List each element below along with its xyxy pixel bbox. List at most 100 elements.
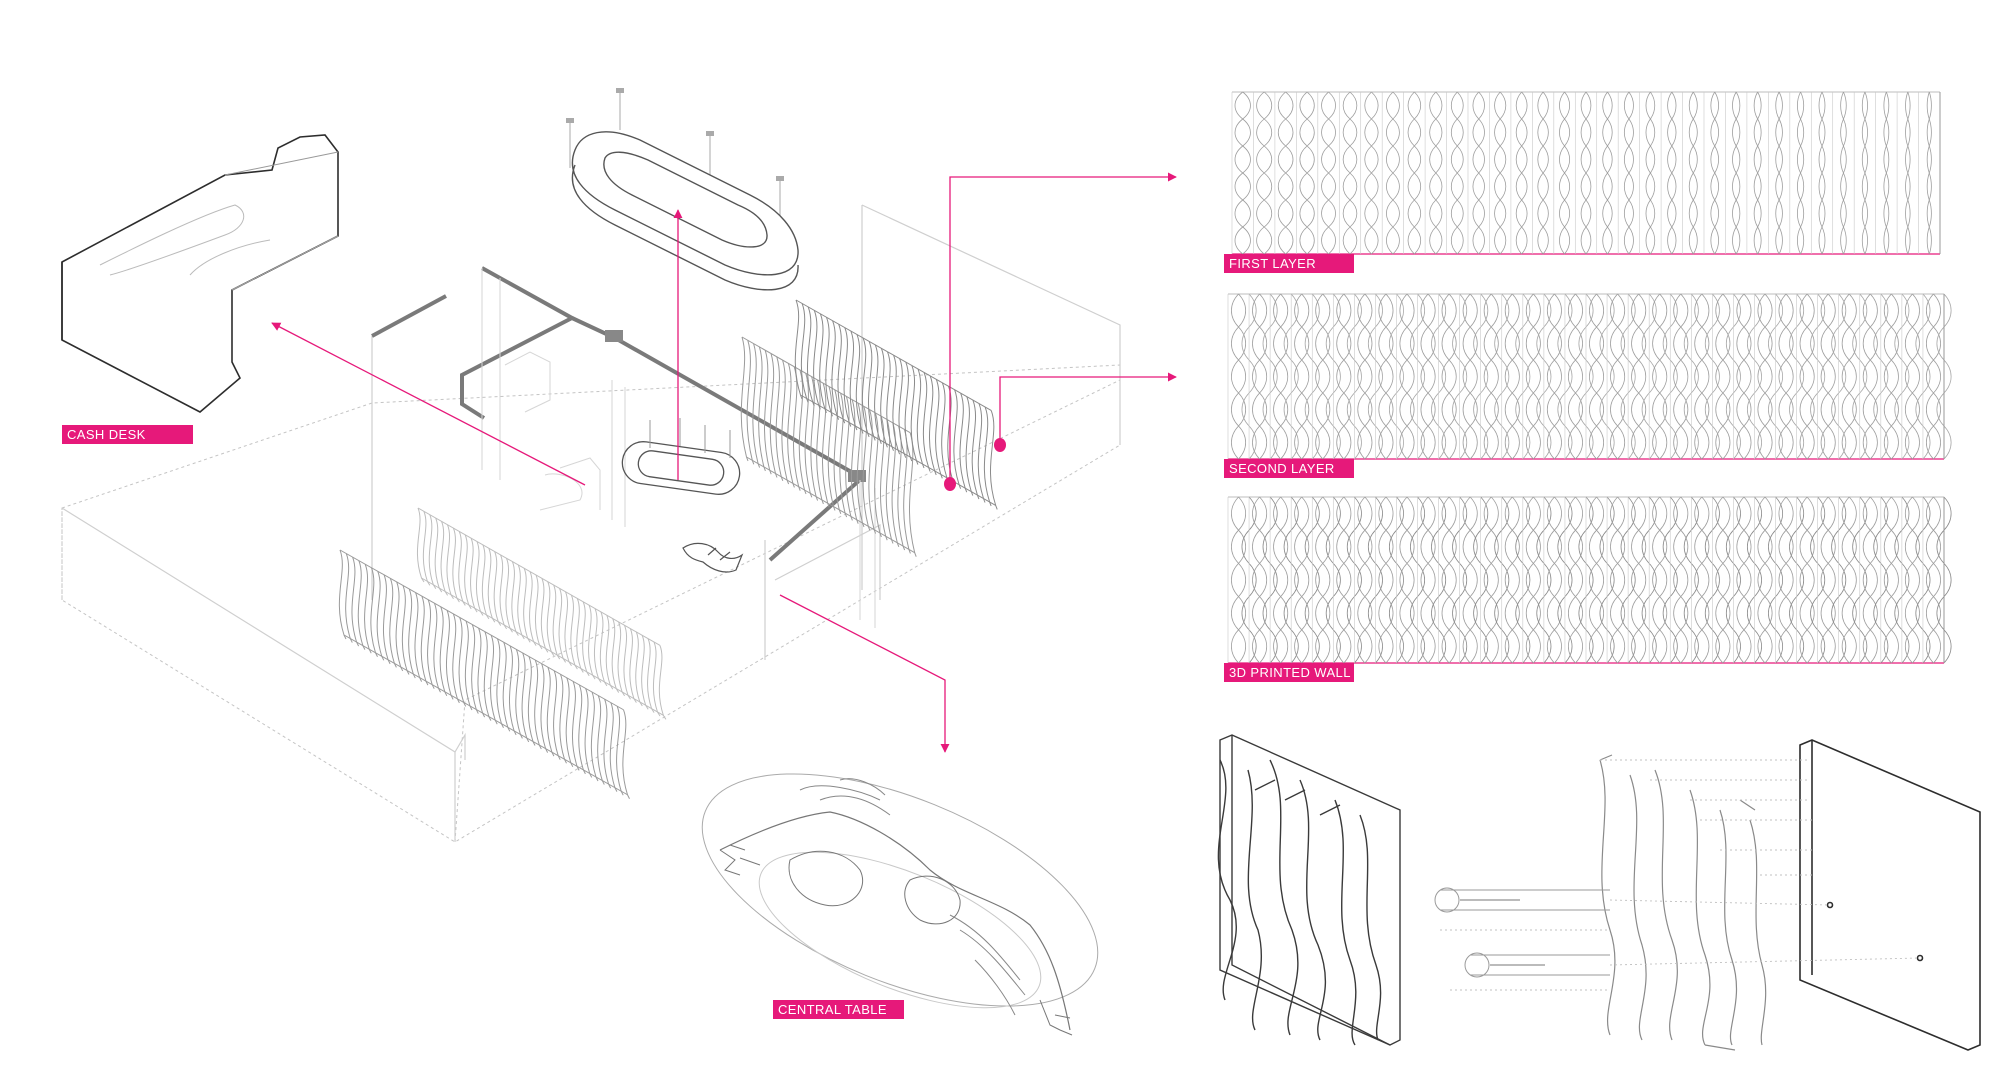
panel-rib-secondary [1536, 496, 1552, 664]
rib [564, 591, 572, 667]
panel-rib-left [1778, 496, 1787, 664]
panel-rib-left [1799, 496, 1808, 664]
panel-rib-right [1448, 293, 1457, 460]
panel-rib-right [1406, 496, 1415, 664]
panel-rib-left [1623, 91, 1630, 255]
panel-rib-left [1645, 91, 1651, 255]
rib [892, 355, 901, 455]
panel-rib-right [1778, 91, 1783, 255]
rib [827, 386, 836, 511]
panel-rib-right [1511, 293, 1520, 460]
rib [470, 537, 478, 613]
rib [867, 341, 876, 441]
rib-top-edge [417, 507, 661, 646]
panel-rib-left [1504, 496, 1513, 664]
panel-rib-right [1890, 496, 1899, 664]
panel-rib-right [1490, 496, 1499, 664]
panel-rib-secondary [1683, 293, 1699, 460]
panel-rib-secondary [1620, 293, 1636, 460]
panel-rib-secondary [1578, 293, 1594, 460]
panel-rib-secondary [1725, 496, 1741, 664]
panel-rib-secondary [1410, 293, 1426, 460]
panel-rib-left [1231, 293, 1240, 460]
rib [904, 361, 913, 462]
rib [658, 645, 667, 720]
rib [458, 531, 466, 606]
panel-rib-right [1885, 91, 1890, 255]
panel-rib-left [1736, 293, 1745, 460]
panel-rib-right [1806, 293, 1815, 460]
panel-rib-right [1638, 293, 1647, 460]
3d-printed-wall-panel [1227, 496, 1952, 664]
panel-rib-left [1441, 496, 1450, 664]
panel-rib-secondary [1831, 293, 1847, 460]
panel-rib-right [1237, 293, 1247, 460]
rib [623, 625, 631, 700]
panel-rib-secondary [1494, 293, 1510, 460]
panel-rib-left [1407, 91, 1415, 255]
panel-rib-secondary [1768, 293, 1784, 460]
rib [515, 649, 523, 739]
panel-rib-secondary [1620, 496, 1636, 664]
rib-bottom-edge [746, 456, 915, 554]
cash-desk-label: CASH DESK [62, 425, 193, 444]
rib [880, 416, 888, 541]
panel-rib-secondary [1536, 293, 1552, 460]
panel-rib-left [1559, 91, 1566, 255]
panel-rib-left [1652, 496, 1661, 664]
panel-rib-secondary [1641, 293, 1657, 460]
panel-rib-right [1764, 293, 1773, 460]
panel-rib-left [1757, 293, 1766, 460]
rib [508, 645, 517, 736]
rib [422, 511, 431, 586]
panel-rib-secondary [1894, 293, 1910, 460]
leader-dots [944, 438, 1006, 491]
panel-rib-left [1715, 496, 1724, 664]
panel-rib-right [1364, 293, 1373, 460]
panel-rib-left [1602, 91, 1608, 255]
rib [983, 406, 992, 507]
panel-rib-left [1429, 91, 1437, 255]
panel-rib-left [1820, 496, 1829, 664]
panel-rib-right [1259, 496, 1268, 664]
rib [616, 706, 624, 796]
rib [553, 670, 561, 760]
panel-rib-right [1364, 496, 1373, 664]
panel-rib-left [1472, 91, 1480, 255]
panel-rib-secondary [1410, 496, 1426, 664]
panel-rib-left [1515, 91, 1523, 255]
rib [517, 564, 525, 640]
panel-rib-secondary [1936, 293, 1952, 460]
rib [800, 303, 809, 403]
rib [364, 564, 372, 654]
rib [428, 514, 437, 589]
panel-rib-right [1821, 91, 1826, 255]
panel-rib-secondary [1831, 496, 1847, 664]
panel-rib-right [1478, 91, 1485, 255]
panel-rib-secondary [1262, 293, 1278, 460]
panel-rib-secondary [1662, 293, 1678, 460]
panel-rib-left [1715, 293, 1724, 460]
rib [452, 527, 460, 603]
panel-rib-secondary [1346, 496, 1362, 664]
panel-rib-left [1378, 496, 1387, 664]
panel-rib-right [1932, 496, 1941, 664]
panel-rib-secondary [1725, 293, 1741, 460]
rib [903, 429, 911, 554]
panel-rib-left [1315, 496, 1324, 664]
panel-rib-left [1757, 496, 1766, 664]
3d-printed-wall-label: 3D PRINTED WALL [1224, 663, 1354, 682]
panel-rib-right [1385, 293, 1394, 460]
rib [845, 396, 853, 521]
rib [635, 631, 643, 707]
panel-rib-secondary [1283, 293, 1299, 460]
rib [493, 551, 502, 626]
rib [487, 548, 496, 623]
panel-rib-secondary [1515, 293, 1531, 460]
panel-rib-right [1714, 91, 1719, 255]
panel-rib-left [1342, 91, 1351, 255]
panel-rib-left [1441, 293, 1450, 460]
rib [433, 603, 441, 693]
panel-rib-right [1722, 293, 1731, 460]
